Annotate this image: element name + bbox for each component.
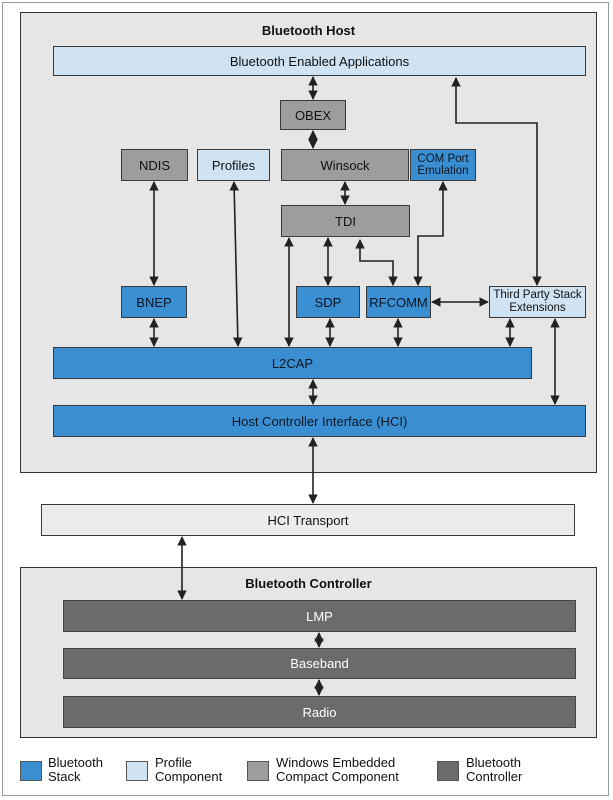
legend-swatch-bluetooth-controller [437, 761, 459, 781]
arrow-apps-thirdparty [451, 77, 542, 286]
third-party-stack-extensions-box: Third Party Stack Extensions [489, 286, 586, 318]
legend-swatch-windows-embedded [247, 761, 269, 781]
winsock-box: Winsock [281, 149, 409, 181]
rfcomm-box: RFCOMM [366, 286, 431, 318]
legend-swatch-bluetooth-stack [20, 761, 42, 781]
legend-label-bluetooth-controller: Bluetooth Controller [466, 755, 523, 784]
legend-label-windows-embedded: Windows Embedded Compact Component [276, 755, 399, 784]
legend-label-profile-component: Profile Component [155, 755, 223, 784]
profiles-box: Profiles [197, 149, 270, 181]
arrow-comport-rfcomm [413, 181, 448, 286]
arrow-profiles-l2cap [229, 181, 243, 347]
legend-swatch-profile-component [126, 761, 148, 781]
baseband-box: Baseband [63, 648, 576, 679]
obex-box: OBEX [280, 100, 346, 130]
tdi-box: TDI [281, 205, 410, 237]
lmp-box: LMP [63, 600, 576, 632]
sdp-box: SDP [296, 286, 360, 318]
arrow-tdi-rfcomm [355, 239, 398, 286]
l2cap-box: L2CAP [53, 347, 532, 379]
hci-box: Host Controller Interface (HCI) [53, 405, 586, 437]
bluetooth-controller-title: Bluetooth Controller [245, 576, 372, 591]
ndis-box: NDIS [121, 149, 188, 181]
bluetooth-enabled-applications: Bluetooth Enabled Applications [53, 46, 586, 76]
bnep-box: BNEP [121, 286, 187, 318]
legend-label-bluetooth-stack: Bluetooth Stack [48, 755, 103, 784]
hci-transport-box: HCI Transport [41, 504, 575, 536]
bluetooth-host-title: Bluetooth Host [261, 23, 356, 38]
radio-box: Radio [63, 696, 576, 728]
